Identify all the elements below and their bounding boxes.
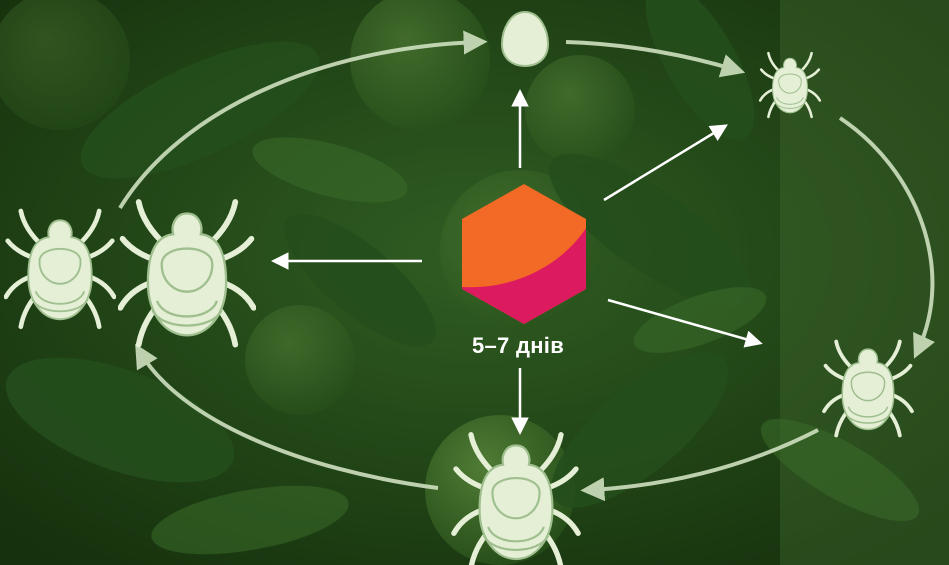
center-hexagon-icon bbox=[462, 184, 586, 324]
protonymph-stage bbox=[822, 339, 914, 438]
adult-female-stage bbox=[120, 202, 253, 345]
cycle-arrow-egg-to-larva bbox=[565, 40, 746, 78]
radial-arrow-up-right bbox=[603, 124, 728, 202]
cycle-arrow-deutonymph-to-adult bbox=[135, 343, 439, 490]
adult-male-stage bbox=[6, 211, 114, 327]
deutonymph-stage bbox=[454, 435, 578, 565]
larva-stage bbox=[758, 51, 822, 119]
cycle-arrow-larva-to-protonymph bbox=[838, 116, 935, 359]
cycle-arrow-protonymph-to-deutonymph bbox=[580, 428, 819, 502]
radial-arrow-down-right bbox=[607, 298, 763, 348]
stage-duration-label: 5–7 днів bbox=[471, 333, 565, 358]
cycle-arrow-adult-to-egg bbox=[118, 30, 488, 210]
egg-stage bbox=[500, 10, 550, 68]
